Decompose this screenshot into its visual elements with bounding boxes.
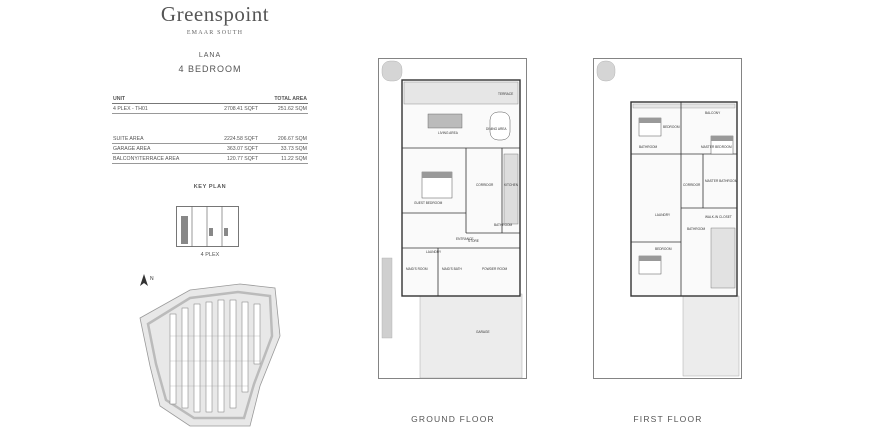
room-label: BALCONY	[705, 111, 721, 115]
room-label: MASTER BATHROOM	[705, 179, 738, 183]
room-label: CORRIDOR	[476, 183, 494, 187]
brand-logo: Greenspoint	[160, 2, 270, 26]
brand-subtitle: EMAAR SOUTH	[186, 30, 244, 36]
room-label: BATHROOM	[494, 223, 513, 227]
room-label: LIVING AREA	[438, 131, 459, 135]
room-label: LAUNDRY	[426, 250, 442, 254]
site-plan-map: N	[139, 274, 281, 427]
table-row: GARAGE AREA 363.07 SQFT 33.73 SQM	[112, 143, 308, 154]
room-label: CORRIDOR	[683, 183, 701, 187]
room-label: BEDROOM	[663, 125, 680, 129]
unit-name: LANA	[198, 52, 222, 59]
room-label: LAUNDRY	[655, 213, 671, 217]
first-floor-plan: BALCONY BEDROOM BATHROOM MASTER BEDROOM …	[593, 58, 742, 379]
room-label: WALK-IN CLOSET	[705, 215, 732, 219]
key-plan-label: 4 PLEX	[200, 252, 220, 258]
room-label: MAID'S ROOM	[406, 267, 428, 271]
room-label: DINING AREA	[486, 127, 507, 131]
room-label: KITCHEN	[504, 183, 519, 187]
north-label: N	[150, 276, 154, 282]
room-label: POWDER ROOM	[482, 267, 507, 271]
room-label: GUEST BEDROOM	[414, 201, 443, 205]
ground-floor-label: GROUND FLOOR	[411, 414, 495, 424]
unit-header: UNIT	[112, 94, 209, 104]
key-plan-title: KEY PLAN	[193, 184, 227, 190]
room-label: GARAGE	[476, 330, 490, 334]
room-label: MAID'S BATH	[442, 267, 463, 271]
ground-floor-plan: TERRACE LIVING AREA DINING AREA GUEST BE…	[378, 58, 527, 379]
room-label: STORE	[468, 239, 479, 243]
table-row: BALCONY/TERRACE AREA 120.77 SQFT 11.22 S…	[112, 153, 308, 164]
room-label: BEDROOM	[655, 247, 672, 251]
north-arrow-icon: N	[140, 274, 154, 286]
first-floor-label: FIRST FLOOR	[633, 414, 703, 424]
area-table-header: UNIT TOTAL AREA	[112, 94, 308, 104]
room-label: BATHROOM	[687, 227, 706, 231]
table-row: 4 PLEX - TH01 2708.41 SQFT 251.62 SQM	[112, 103, 308, 114]
room-label: MASTER BEDROOM	[701, 145, 732, 149]
total-area-header: TOTAL AREA	[259, 94, 308, 104]
room-label: BATHROOM	[639, 145, 658, 149]
room-label: TERRACE	[498, 92, 513, 96]
bedroom-count: 4 BEDROOM	[178, 64, 242, 74]
area-table: UNIT TOTAL AREA 4 PLEX - TH01 2708.41 SQ…	[112, 94, 308, 164]
room-label: ENTRANCE	[456, 237, 474, 241]
table-row: SUITE AREA 2224.58 SQFT 206.67 SQM	[112, 134, 308, 144]
key-plan-diagram	[176, 206, 239, 247]
